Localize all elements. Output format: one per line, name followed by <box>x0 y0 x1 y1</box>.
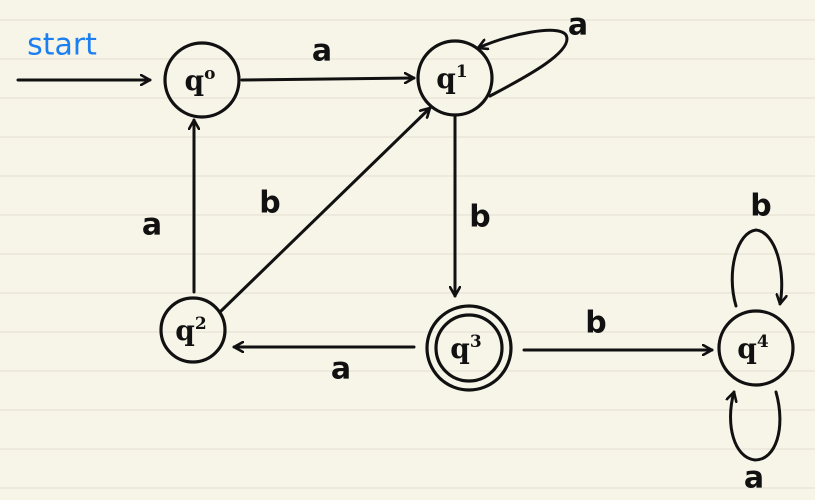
state-label: q4 <box>737 332 769 365</box>
edge-q4-q4-loop-top <box>730 228 781 308</box>
state-q3-accepting[interactable]: q3 <box>425 304 513 392</box>
edge-q2-q1 <box>218 106 432 314</box>
state-q1[interactable]: q1 <box>416 39 494 117</box>
state-circle <box>416 39 494 117</box>
edge-label-q1-q3: b <box>469 200 490 235</box>
edge-label-q1-q1: a <box>568 8 588 43</box>
state-circle <box>434 313 504 383</box>
state-label: qo <box>185 64 216 97</box>
states: qo q1 q2 q3 q4 <box>159 39 795 392</box>
edge-label-q4-q4-bottom: a <box>744 461 764 496</box>
notebook-ruled-lines <box>0 19 815 489</box>
state-circle <box>163 41 241 119</box>
state-q4[interactable]: q4 <box>717 309 795 387</box>
state-label: q3 <box>450 332 481 365</box>
edge-label-q2-q0: a <box>142 208 162 243</box>
state-label: q2 <box>175 314 206 347</box>
transitions: a a b a b a b b a <box>142 8 782 496</box>
state-circle <box>159 296 227 364</box>
start-label: start <box>27 28 97 63</box>
edge-label-q3-q2: a <box>331 352 351 387</box>
edge-q4-q4-loop-bottom <box>731 390 782 462</box>
state-q2[interactable]: q2 <box>159 296 227 364</box>
edge-label-q4-q4-top: b <box>750 189 771 224</box>
state-q0[interactable]: qo <box>163 41 241 119</box>
edge-q1-q1-loop <box>476 28 569 98</box>
edge-label-q2-q1: b <box>259 186 280 221</box>
edge-q0-q1 <box>240 78 416 80</box>
state-label: q1 <box>436 62 467 95</box>
edge-label-q3-q4: b <box>585 306 606 341</box>
start-indicator: start <box>16 28 152 81</box>
state-circle <box>717 309 795 387</box>
edge-label-q0-q1: a <box>312 34 332 69</box>
state-outer-circle <box>425 304 513 392</box>
